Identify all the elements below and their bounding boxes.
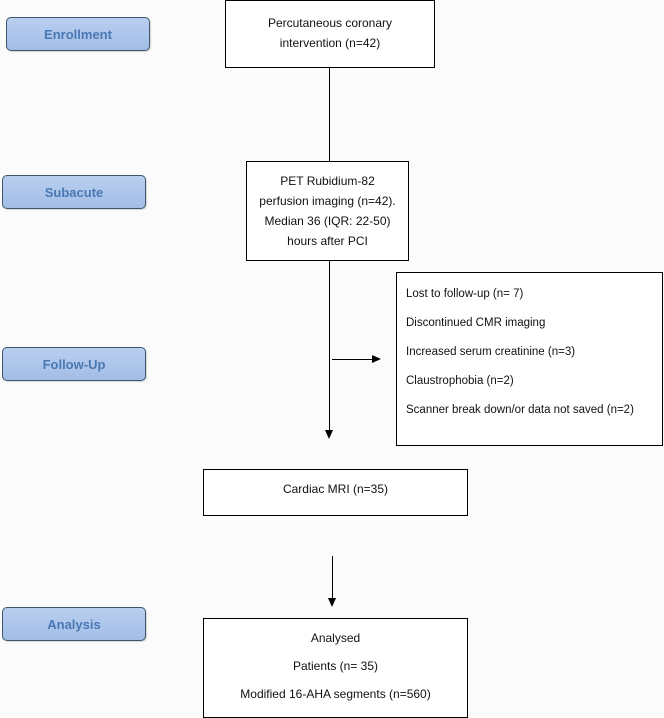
phase-analysis: Analysis [2, 607, 146, 641]
pci-box: Percutaneous coronary intervention (n=42… [225, 0, 435, 68]
pet-line-2: perfusion imaging (n=42). [259, 194, 396, 208]
analysed-box: Analysed Patients (n= 35) Modified 16-AH… [203, 618, 468, 718]
mri-box: Cardiac MRI (n=35) [203, 469, 468, 516]
arrow-down-icon-2 [328, 598, 336, 607]
pet-line-3: Median 36 (IQR: 22-50) [264, 214, 391, 228]
pet-line-1: PET Rubidium-82 [280, 174, 375, 188]
arrow-down-icon [325, 430, 333, 439]
arrow-right-icon [372, 355, 381, 363]
lost-item-4: Claustrophobia (n=2) [406, 375, 514, 387]
connector-pci-pet [329, 68, 330, 161]
analysed-line-1: Analysed [310, 631, 361, 645]
connector-pet-mri [329, 261, 330, 430]
lost-item-1: Lost to follow-up (n= 7) [406, 288, 524, 300]
connector-branch-lost [332, 359, 372, 360]
phase-analysis-label: Analysis [47, 616, 101, 632]
phase-subacute-label: Subacute [44, 184, 104, 200]
pet-box: PET Rubidium-82 perfusion imaging (n=42)… [246, 161, 409, 261]
lost-item-5: Scanner break down/or data not saved (n=… [406, 404, 634, 416]
lost-followup-box: Lost to follow-up (n= 7) Discontinued CM… [396, 272, 663, 446]
mri-text: Cardiac MRI (n=35) [282, 482, 389, 496]
lost-item-3: Increased serum creatinine (n=3) [406, 346, 576, 358]
phase-enrollment-label: Enrollment [44, 26, 112, 42]
phase-follow-up-label: Follow-Up [42, 356, 106, 372]
pci-line-1: Percutaneous coronary [267, 16, 393, 30]
phase-enrollment: Enrollment [6, 17, 150, 51]
analysed-line-2: Patients (n= 35) [292, 659, 379, 673]
lost-item-2: Discontinued CMR imaging [406, 317, 546, 329]
connector-mri-analysis [332, 556, 333, 598]
analysed-line-3: Modified 16-AHA segments (n=560) [240, 687, 431, 701]
pet-line-4: hours after PCI [287, 234, 368, 248]
phase-subacute: Subacute [2, 175, 146, 209]
phase-follow-up: Follow-Up [2, 347, 146, 381]
pci-line-2: intervention (n=42) [279, 36, 381, 50]
